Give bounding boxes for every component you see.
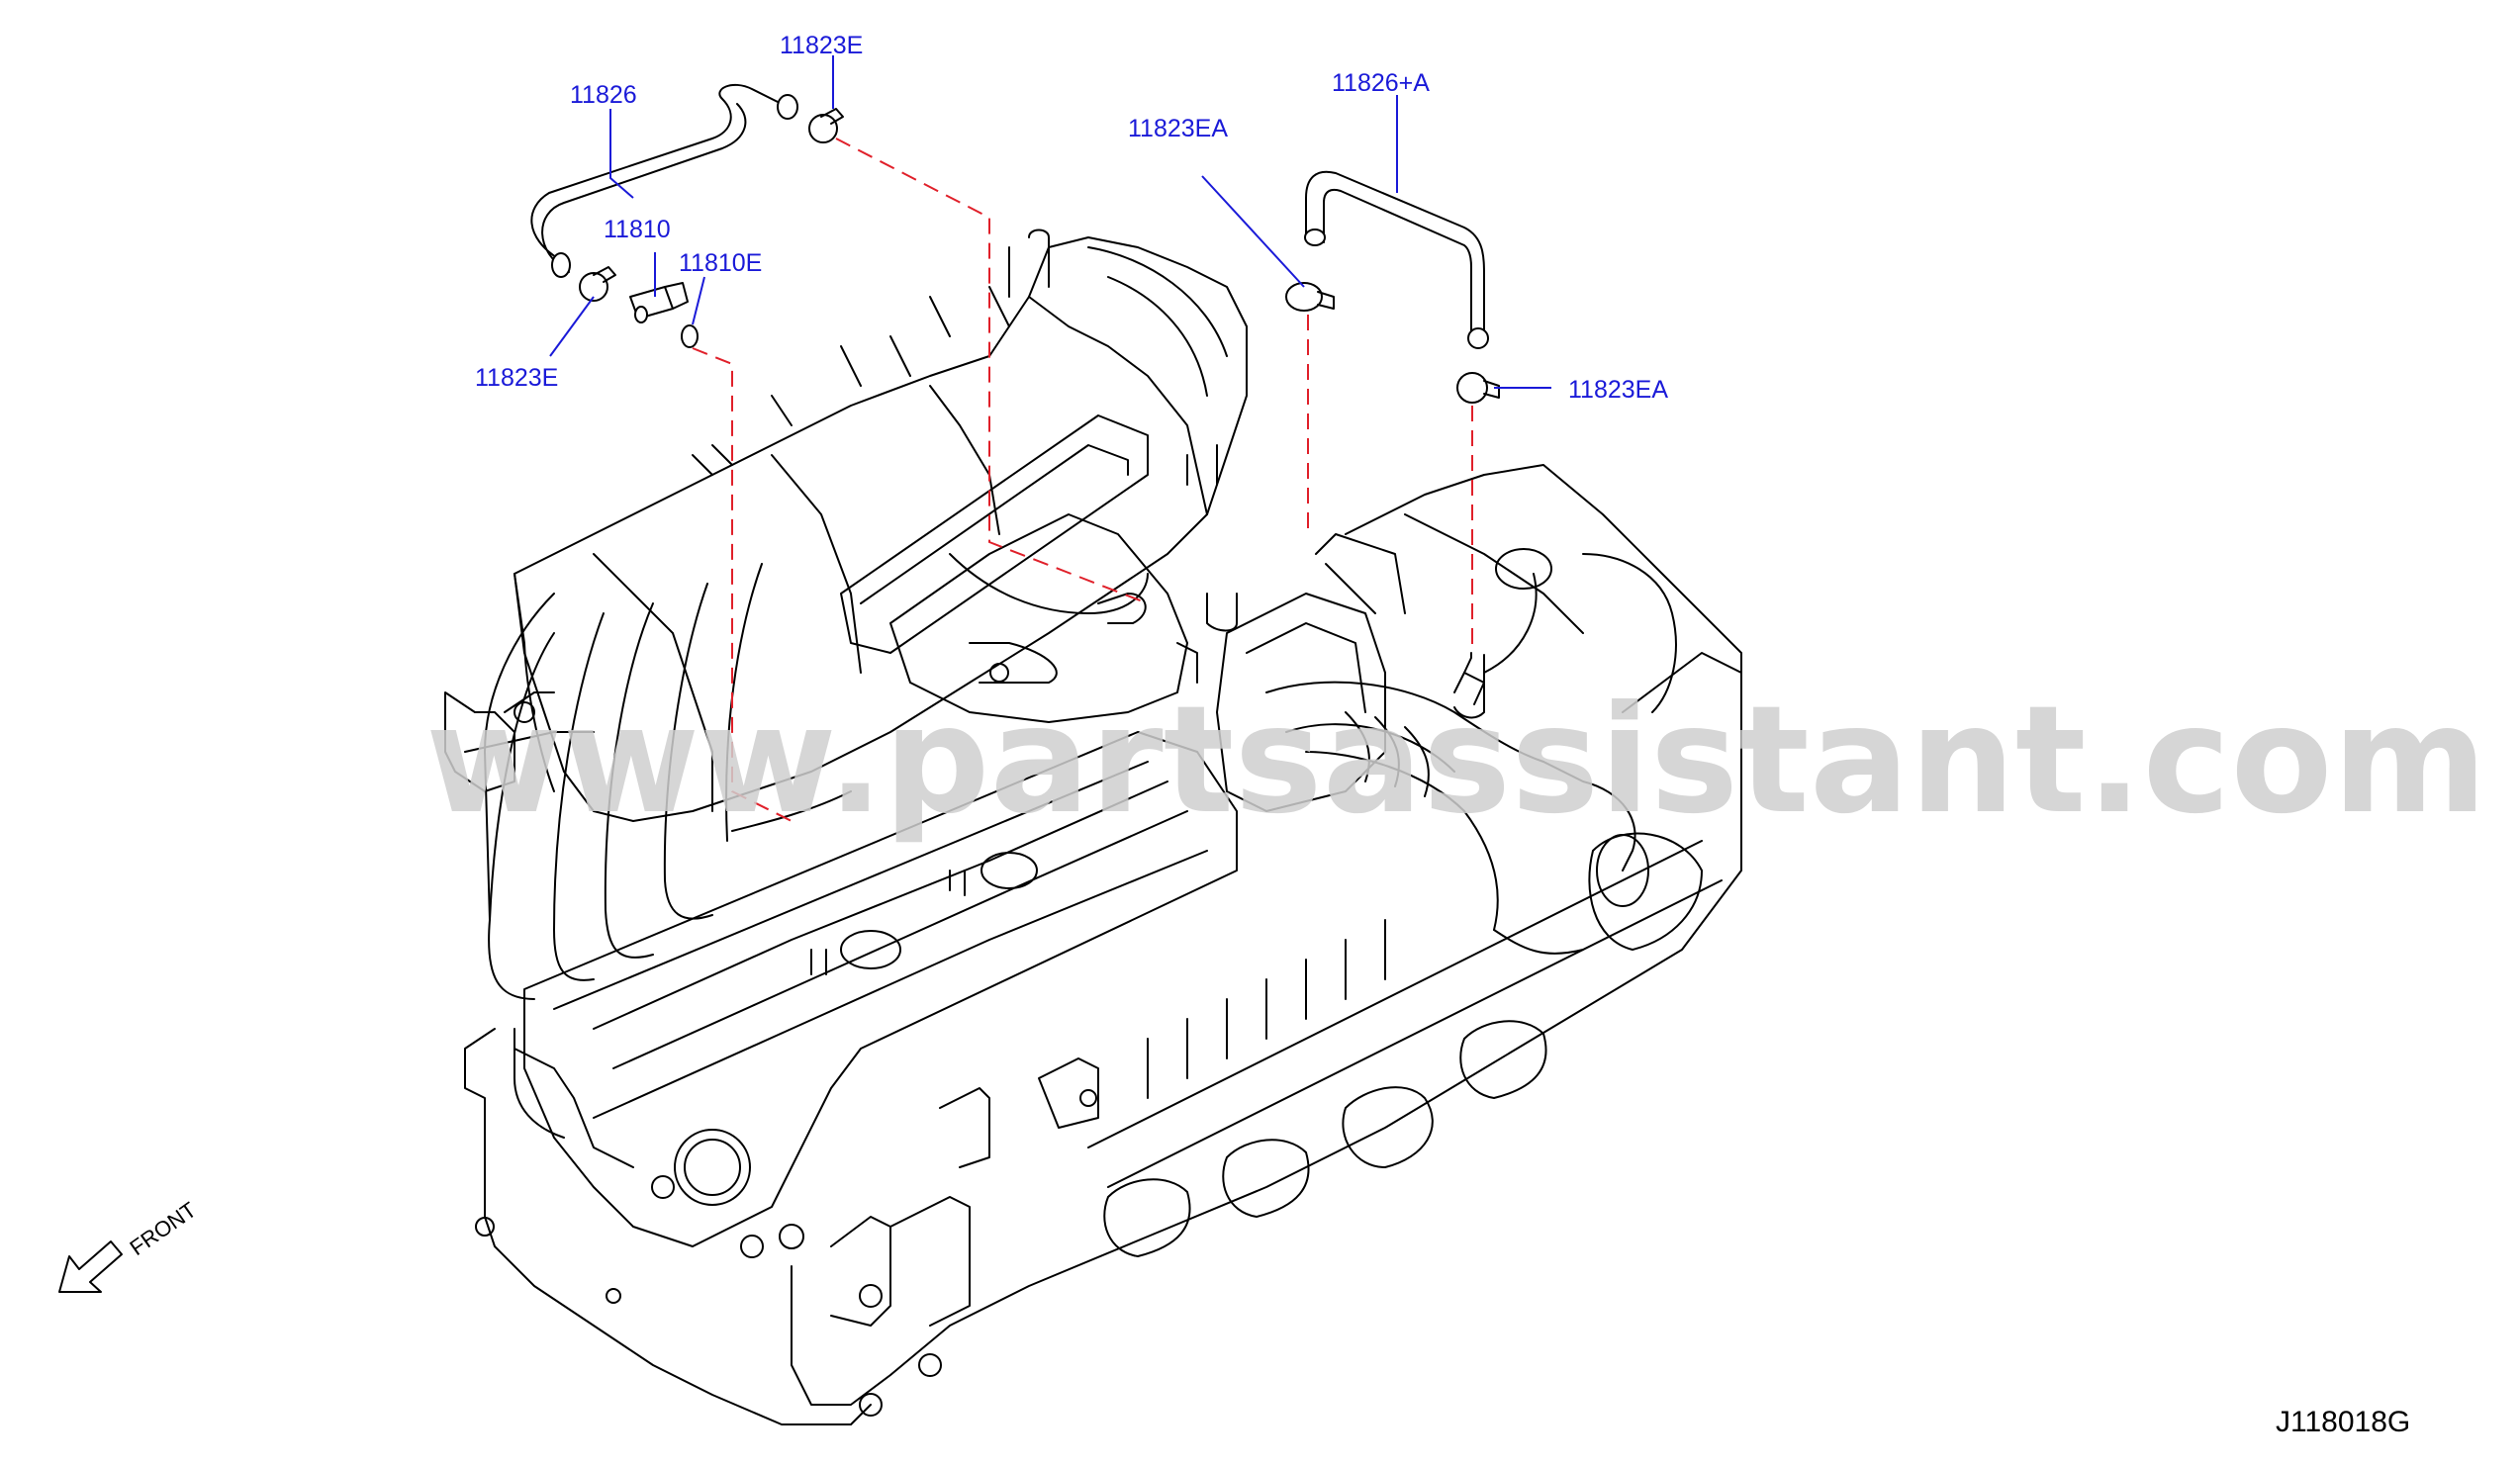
engine-drawing bbox=[444, 229, 1742, 1425]
dashed-leaders bbox=[692, 138, 1473, 822]
label-11826A[interactable]: 11826+A bbox=[1332, 69, 1430, 97]
clamp-11823E-bottom bbox=[579, 266, 616, 302]
leader-dash-valve bbox=[692, 347, 793, 822]
callout-leaders bbox=[549, 55, 1551, 389]
parts bbox=[530, 83, 1500, 705]
front-label: FRONT bbox=[126, 1197, 201, 1260]
label-11826[interactable]: 11826 bbox=[570, 81, 637, 109]
front-indicator: FRONT bbox=[58, 1197, 201, 1293]
hose-11826A-end bbox=[1467, 327, 1489, 349]
hose-11826A bbox=[1305, 170, 1485, 337]
rocker-cover bbox=[513, 731, 1238, 1247]
label-11810E[interactable]: 11810E bbox=[679, 249, 762, 277]
air-duct bbox=[1216, 533, 1636, 955]
leader-dash-clamp-top bbox=[835, 138, 1149, 604]
label-11823E-bottom[interactable]: 11823E bbox=[475, 364, 558, 392]
gasket-11810E bbox=[681, 324, 699, 348]
hose-11826 bbox=[530, 83, 783, 273]
pcv-connector-pipe bbox=[1453, 652, 1485, 705]
hose-11826-end bbox=[551, 252, 571, 278]
watermark: www.partsassistant.com bbox=[425, 675, 2487, 847]
clamp-11823E-top bbox=[808, 108, 844, 143]
label-11823E-top[interactable]: 11823E bbox=[780, 32, 863, 59]
front-cover bbox=[464, 1028, 990, 1425]
intake-plenum bbox=[444, 229, 1248, 822]
clamp-11823EA-top bbox=[1285, 282, 1335, 312]
intake-runners bbox=[484, 563, 852, 1000]
label-11810[interactable]: 11810 bbox=[604, 216, 671, 243]
pcv-valve-11810 bbox=[629, 282, 689, 323]
front-arrow-icon bbox=[58, 1240, 123, 1293]
clamp-11823EA-right bbox=[1456, 372, 1500, 404]
callouts: 11826 11823E 11810 11810E 11823E 11823EA… bbox=[475, 32, 1668, 404]
label-11823EA-right[interactable]: 11823EA bbox=[1568, 376, 1668, 404]
throttle-adaptor bbox=[840, 414, 1238, 723]
hose-11826-end-top bbox=[777, 94, 798, 120]
label-11823EA-top[interactable]: 11823EA bbox=[1128, 115, 1228, 142]
hose-11826A-end-top bbox=[1304, 229, 1326, 246]
cylinder-head bbox=[791, 464, 1742, 1406]
drawing-code: J118018G bbox=[2276, 1406, 2410, 1438]
